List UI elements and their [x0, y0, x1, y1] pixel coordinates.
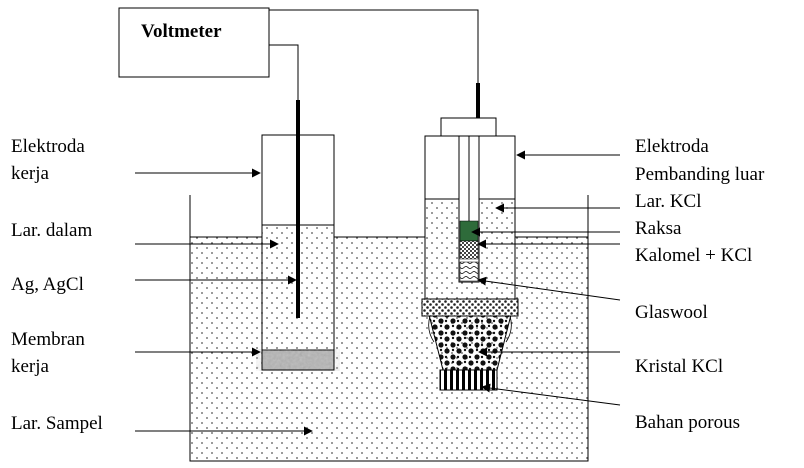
label-elektroda-kerja-2: kerja [11, 163, 50, 184]
label-elektroda-pembanding-1: Elektroda [635, 136, 709, 157]
glaswool [421, 298, 519, 317]
working-electrode-outline [261, 134, 335, 371]
label-kalomel-kcl: Kalomel + KCl [635, 245, 752, 266]
arrow-glaswool [477, 276, 621, 301]
kalomel-kcl [459, 240, 479, 260]
label-membran-kerja-2: kerja [11, 356, 50, 377]
label-elektroda-kerja-1: Elektroda [11, 136, 85, 157]
sample-solution [190, 237, 588, 461]
reference-lead [476, 83, 480, 118]
label-ag-agcl: Ag, AgCl [11, 274, 84, 295]
sample-beaker [189, 195, 589, 462]
label-elektroda-pembanding-2: Pembanding luar [635, 164, 765, 185]
label-kristal-kcl: Kristal KCl [635, 356, 723, 377]
inner-tube-bottom [459, 261, 479, 282]
arrow-bahan-porous [481, 383, 621, 406]
label-lar-dalam: Lar. dalam [11, 220, 92, 241]
ag-agcl-wire [296, 100, 300, 318]
glaswool-edge [428, 315, 512, 343]
raksa [459, 220, 479, 242]
label-glaswool: Glaswool [635, 302, 708, 323]
label-raksa: Raksa [635, 218, 682, 239]
label-bahan-porous: Bahan porous [635, 412, 740, 433]
bahan-porous [439, 369, 498, 391]
voltmeter-label: Voltmeter [141, 21, 222, 42]
working-membrane-texture [263, 351, 333, 369]
reference-cap [440, 117, 497, 137]
label-lar-kcl: Lar. KCl [635, 191, 702, 212]
label-lar-sampel: Lar. Sampel [11, 413, 103, 434]
wire-working [269, 44, 299, 100]
voltmeter-box [118, 7, 270, 78]
wire-reference [269, 9, 479, 85]
label-membran-kerja-1: Membran [11, 329, 85, 350]
